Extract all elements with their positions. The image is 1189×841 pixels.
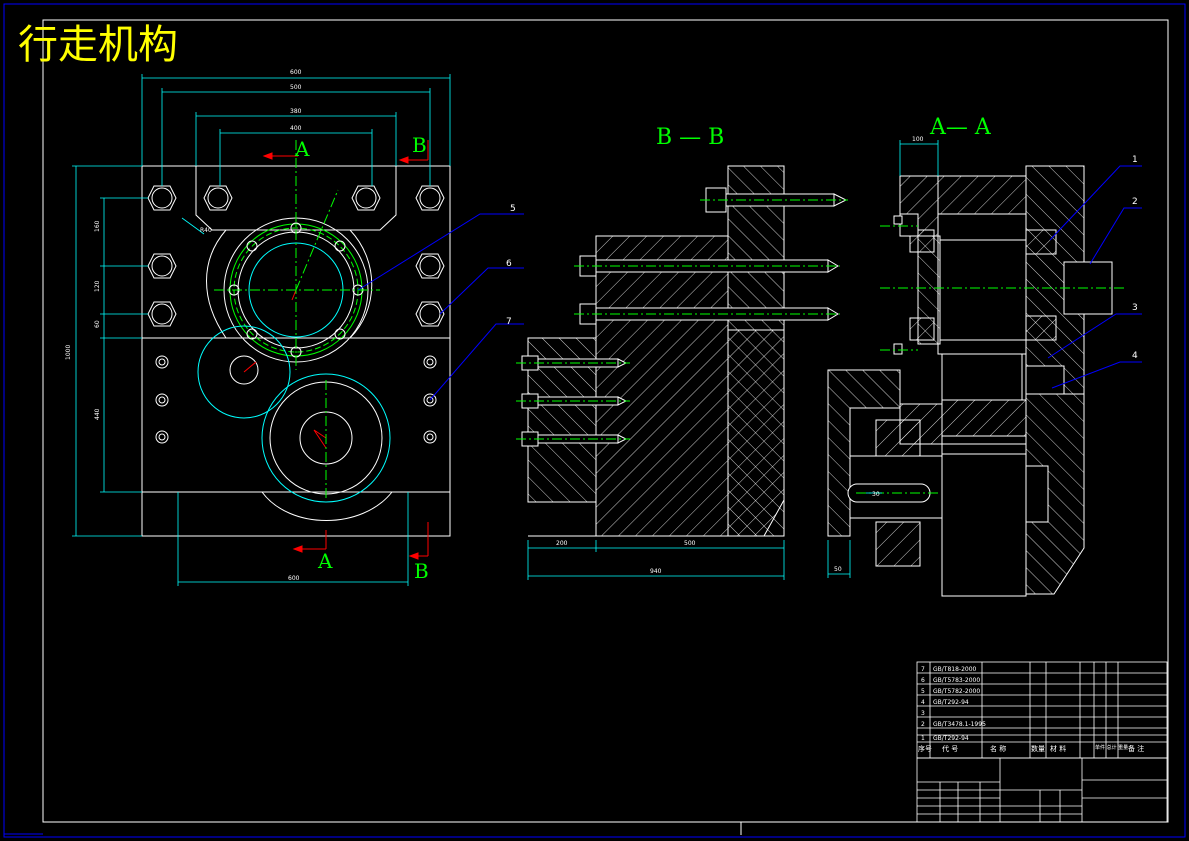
section-arrows	[262, 140, 429, 560]
balloon-2: 2	[1132, 197, 1138, 207]
section-bb-dimensions	[527, 540, 785, 580]
balloon-4: 4	[1132, 351, 1138, 361]
svg-text:160: 160	[94, 220, 101, 232]
balloon-3: 3	[1132, 303, 1138, 313]
leaders-left	[357, 213, 524, 401]
svg-text:120: 120	[94, 280, 101, 292]
balloon-5: 5	[510, 204, 516, 214]
small-bolts	[155, 355, 437, 444]
bom-no-4: 4	[921, 699, 925, 706]
section-a-bottom-label: A	[317, 549, 333, 573]
bom-header-code: 代 号	[942, 744, 958, 753]
section-letters: A B A B	[294, 133, 429, 583]
section-bb	[521, 165, 848, 537]
svg-text:60: 60	[94, 320, 101, 328]
svg-text:600: 600	[288, 575, 300, 582]
bom-no-3: 3	[921, 710, 925, 717]
section-aa-dim-text: 100 50 30	[834, 136, 924, 573]
svg-text:940: 940	[650, 568, 662, 575]
title-block	[916, 661, 1168, 823]
balloons-right: 1 2 3 4	[1132, 155, 1138, 361]
svg-text:440: 440	[94, 408, 101, 420]
section-aa-dimensions	[827, 140, 939, 578]
section-bb-dim-text: 200 500 940	[556, 540, 696, 575]
bom-no-2: 2	[921, 721, 925, 728]
bom-header-no: 序号	[918, 744, 932, 753]
svg-text:500: 500	[684, 540, 696, 547]
balloon-1: 1	[1132, 155, 1138, 165]
bom-table-text: 7 GB/T818-2000 6 GB/T5783-2000 5 GB/T578…	[921, 666, 986, 742]
bom-no-6: 6	[921, 677, 925, 684]
bom-code-4: GB/T292-94	[933, 699, 969, 706]
bom-code-5: GB/T5782-2000	[933, 688, 980, 695]
svg-text:400: 400	[290, 125, 302, 132]
bom-header-qty: 数量	[1031, 744, 1045, 753]
svg-text:1000: 1000	[65, 345, 72, 360]
bom-header-material: 材 料	[1050, 744, 1066, 753]
section-b-top-label: B	[412, 133, 427, 157]
section-aa	[827, 165, 1113, 597]
bom-header-remark: 备 注	[1128, 744, 1144, 753]
main-view-dim-text: 600 500 380 400 1000 160 120 60 440 600 …	[65, 69, 302, 582]
view-bb-label: B — B	[656, 125, 724, 150]
gears-main-view	[197, 289, 393, 521]
section-b-bottom-label: B	[414, 559, 429, 583]
main-view-centerlines	[214, 140, 380, 500]
bom-code-6: GB/T5783-2000	[933, 677, 980, 684]
main-view-dimensions	[72, 74, 451, 586]
bom-no-7: 7	[921, 666, 925, 673]
svg-text:100: 100	[912, 136, 924, 143]
bom-code-7: GB/T818-2000	[933, 666, 977, 673]
svg-text:600: 600	[290, 69, 302, 76]
section-bb-centerlines	[516, 199, 848, 440]
bom-code-1: GB/T292-94	[933, 735, 969, 742]
section-a-top-label: A	[294, 137, 310, 161]
bom-header-text: 序号 代 号 名 称 数量 材 料 单件 总计 重量 备 注	[918, 744, 1144, 753]
svg-text:380: 380	[290, 108, 302, 115]
bom-header-name: 名 称	[990, 744, 1006, 753]
svg-text:30: 30	[872, 491, 880, 498]
bom-header-weight: 单件 总计 重量	[1095, 744, 1128, 751]
svg-text:500: 500	[290, 84, 302, 91]
bom-no-5: 5	[921, 688, 925, 695]
balloon-7: 7	[506, 317, 512, 327]
view-aa-label: A— A	[929, 115, 992, 140]
bom-no-1: 1	[921, 735, 925, 742]
svg-text:R40: R40	[200, 227, 212, 234]
bom-code-2: GB/T3478.1-1995	[933, 721, 986, 728]
sheet-frame	[3, 3, 1186, 838]
drawing-title: 行走机构	[18, 22, 178, 68]
hex-bolt-row-top	[147, 185, 445, 211]
balloon-6: 6	[506, 259, 512, 269]
balloons-left: 5 6 7	[506, 204, 516, 327]
svg-text:200: 200	[556, 540, 568, 547]
svg-text:50: 50	[834, 566, 842, 573]
leaders-right	[1047, 165, 1142, 389]
